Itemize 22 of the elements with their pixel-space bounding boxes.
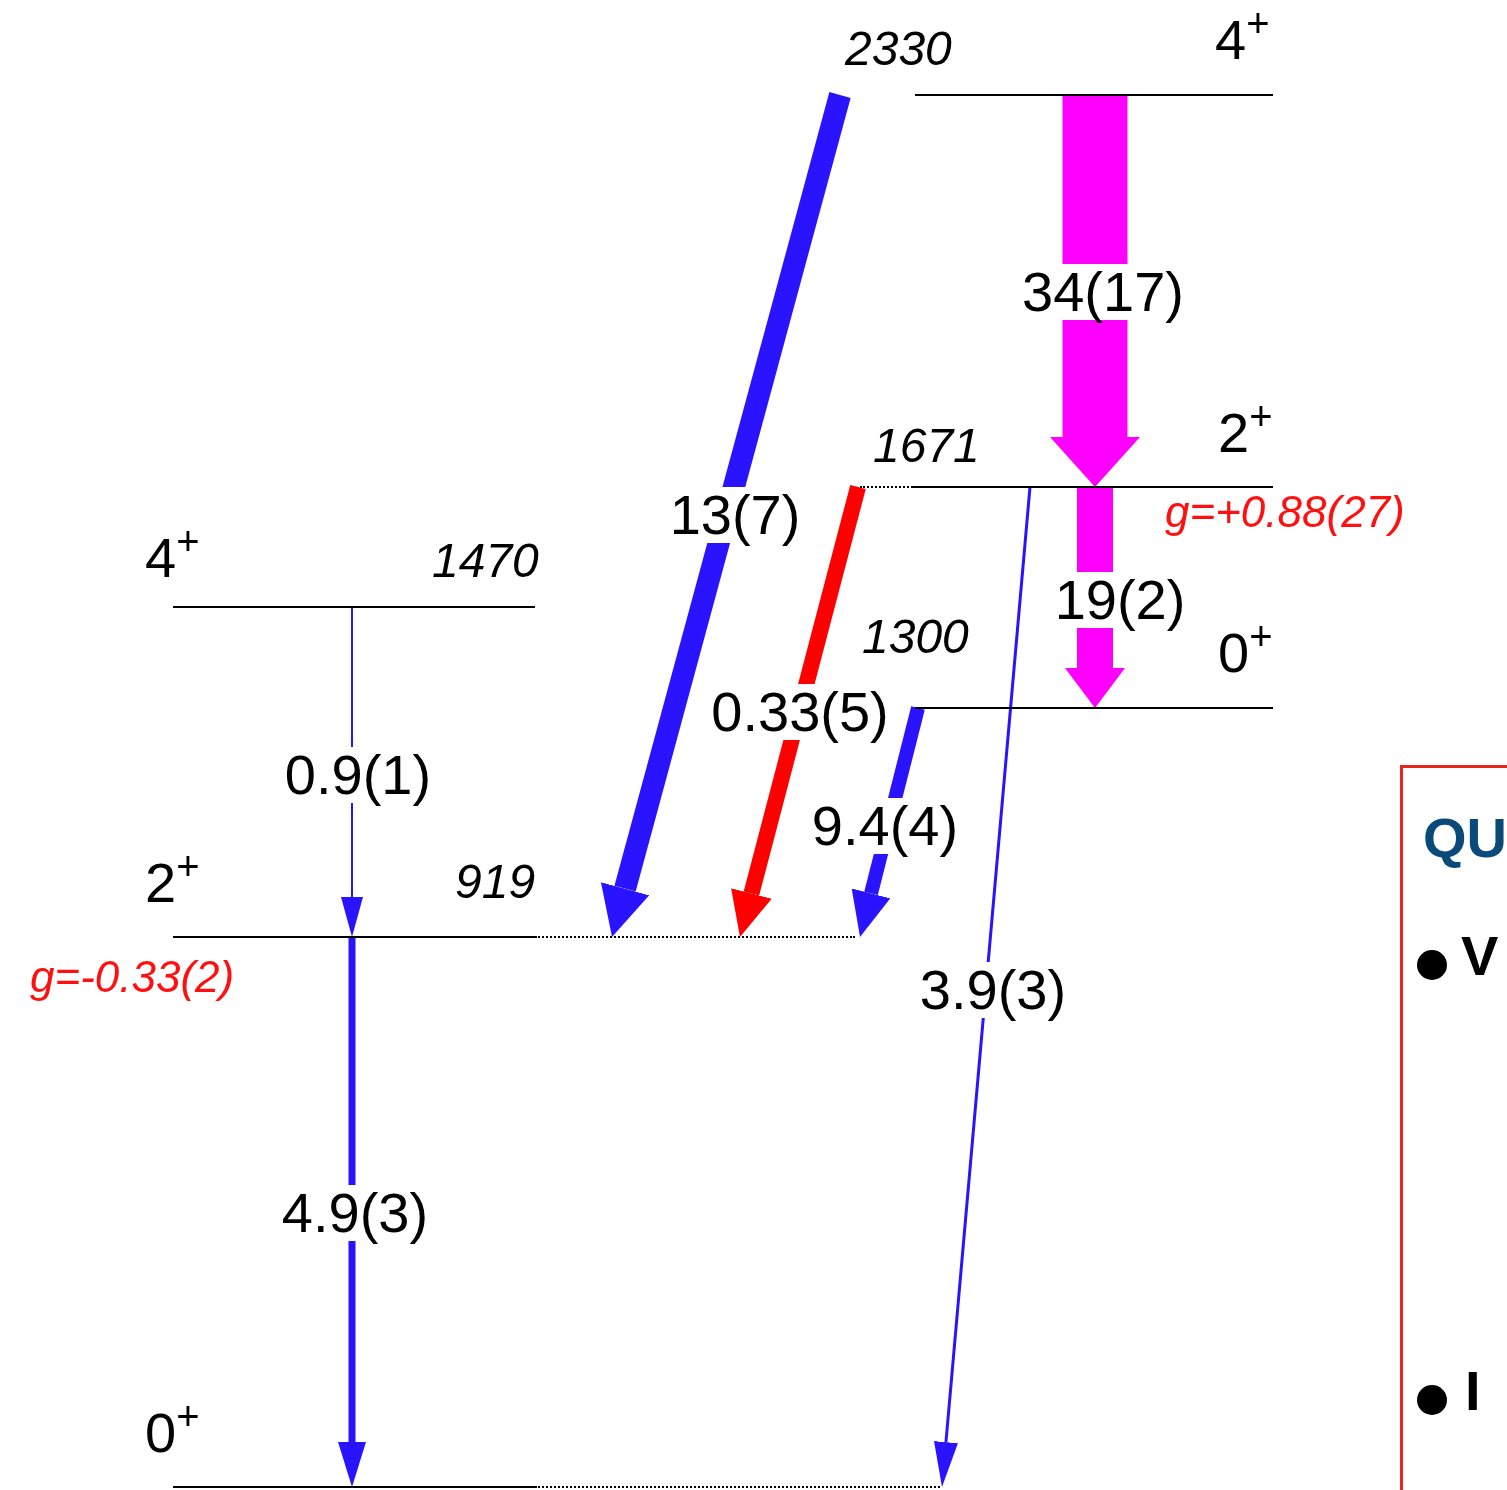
g-factor-label: g=-0.33(2) xyxy=(30,955,235,999)
spin-parity-label: 4$^{+}$ xyxy=(145,530,200,586)
heading: QU xyxy=(1423,810,1507,866)
energy-label: 1300 xyxy=(862,613,969,661)
spin-parity-label: 4$^{+}$ xyxy=(1215,12,1270,68)
transition-arrow xyxy=(934,486,1032,1487)
g-factor-label: g=+0.88(27) xyxy=(1165,490,1405,534)
panel-frame xyxy=(1400,765,1507,1490)
list-item: V xyxy=(1461,928,1499,984)
energy-label: 1671 xyxy=(873,422,980,470)
spin-parity-label: 0$^{+}$ xyxy=(145,1405,200,1461)
spin-parity-label: 2$^{+}$ xyxy=(145,855,200,911)
transition-arrow xyxy=(731,484,866,937)
energy-label: 1470 xyxy=(432,537,539,585)
spin-parity-label: 0$^{+}$ xyxy=(1218,625,1273,681)
transition-arrow xyxy=(1050,95,1140,487)
spin-parity-label: 2$^{+}$ xyxy=(1218,405,1273,461)
transition-arrow xyxy=(600,92,851,937)
energy-label: 919 xyxy=(455,858,536,906)
list-item: I xyxy=(1465,1363,1481,1419)
transition-arrow xyxy=(1065,487,1125,708)
energy-label: 2330 xyxy=(845,25,952,73)
